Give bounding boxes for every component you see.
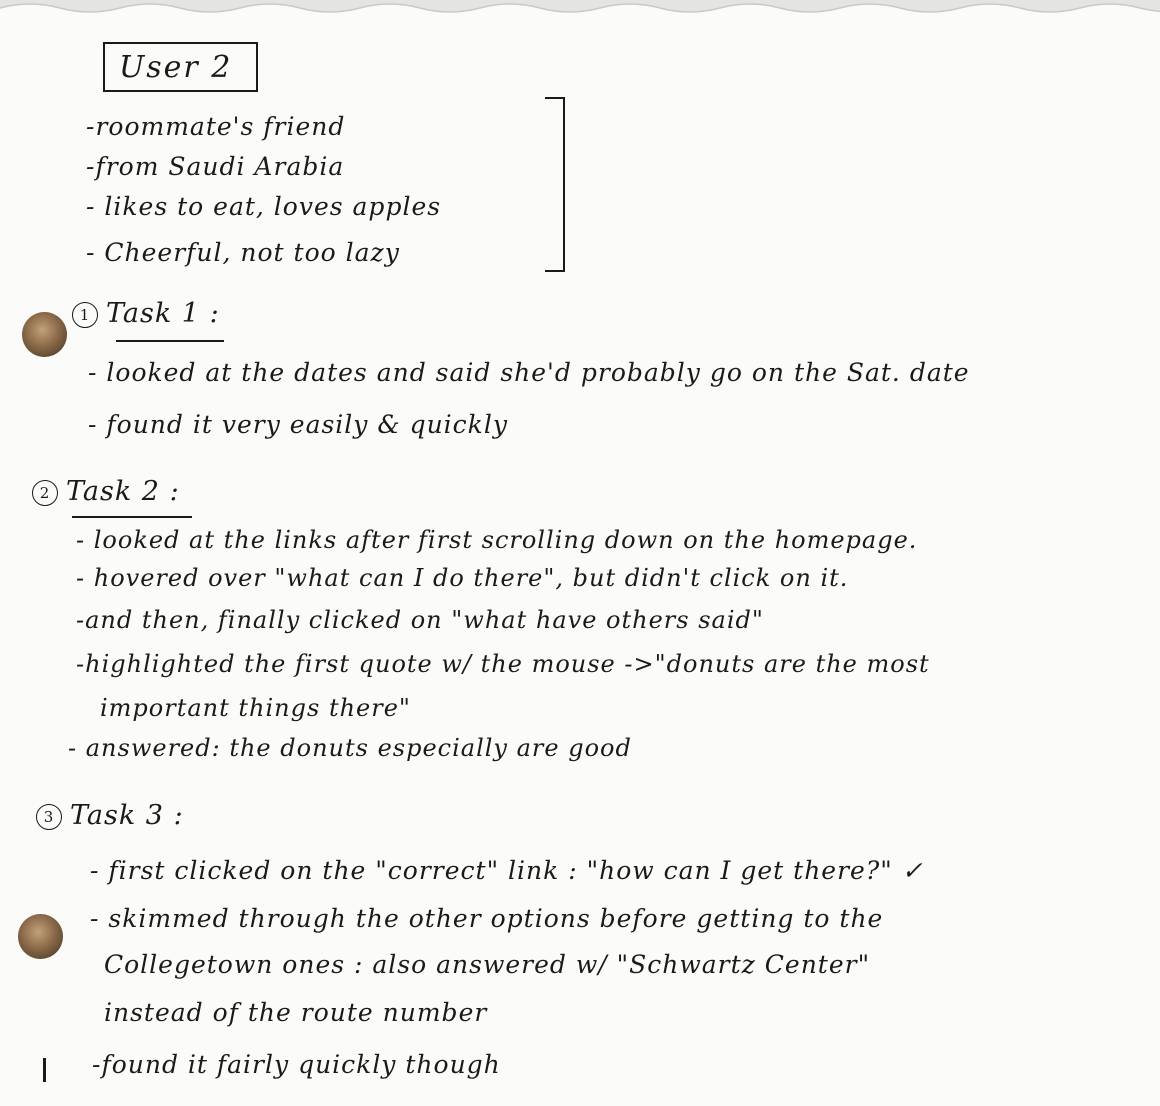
- profile-item: - Cheerful, not too lazy: [86, 238, 400, 267]
- task-2-heading: 2 Task 2 :: [32, 476, 180, 507]
- page-title: User 2: [119, 50, 233, 85]
- task-note: -highlighted the first quote w/ the mous…: [76, 650, 930, 678]
- task-1-heading: 1 Task 1 :: [72, 298, 220, 329]
- task-note: -and then, finally clicked on "what have…: [76, 606, 764, 634]
- task-note: - found it very easily & quickly: [88, 410, 508, 439]
- task-title: Task 1 :: [106, 298, 220, 329]
- task-note: - hovered over "what can I do there", bu…: [76, 564, 849, 592]
- task-note: important things there": [100, 694, 411, 722]
- task-number: 1: [72, 301, 98, 328]
- heading-underline: [72, 516, 192, 518]
- task-note: -found it fairly quickly though: [92, 1050, 501, 1079]
- task-note: - looked at the dates and said she'd pro…: [88, 358, 970, 387]
- task-number: 3: [36, 803, 62, 830]
- heading-underline: [116, 340, 224, 342]
- profile-item: -from Saudi Arabia: [86, 152, 345, 181]
- binder-hole: [18, 914, 63, 959]
- task-note: - answered: the donuts especially are go…: [68, 734, 632, 762]
- profile-item: - likes to eat, loves apples: [86, 192, 442, 221]
- margin-mark: [43, 1058, 46, 1082]
- task-note: instead of the route number: [104, 998, 488, 1027]
- task-note: - skimmed through the other options befo…: [90, 904, 884, 933]
- task-title: Task 3 :: [70, 800, 184, 831]
- task-title: Task 2 :: [66, 476, 180, 507]
- task-3-heading: 3 Task 3 :: [36, 800, 184, 831]
- binder-hole: [22, 312, 67, 357]
- task-note: - first clicked on the "correct" link : …: [90, 856, 924, 885]
- profile-bracket: [545, 97, 565, 272]
- title-box: User 2: [103, 42, 258, 92]
- task-note: Collegetown ones : also answered w/ "Sch…: [104, 950, 871, 979]
- torn-paper-edge: [0, 0, 1160, 13]
- profile-item: -roommate's friend: [86, 112, 346, 141]
- task-number: 2: [32, 479, 58, 506]
- task-note: - looked at the links after first scroll…: [76, 526, 918, 554]
